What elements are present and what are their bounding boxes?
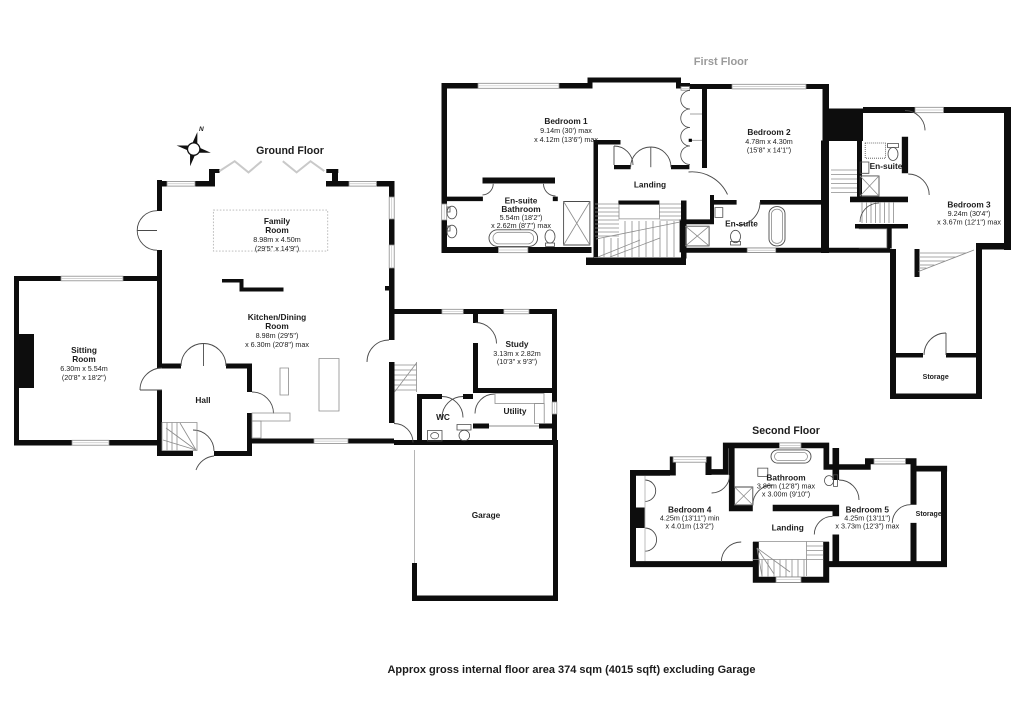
svg-text:Bedroom 2: Bedroom 2 xyxy=(747,127,791,137)
svg-text:5.54m (18'2"): 5.54m (18'2") xyxy=(500,213,543,222)
svg-text:x 4.12m (13'6") max: x 4.12m (13'6") max xyxy=(534,135,598,144)
svg-text:Storage: Storage xyxy=(916,511,942,518)
svg-text:Room: Room xyxy=(265,321,289,331)
svg-text:Storage: Storage xyxy=(923,374,949,381)
svg-text:x 3.73m (12'3") max: x 3.73m (12'3") max xyxy=(835,522,899,531)
svg-text:x 2.62m (8'7") max: x 2.62m (8'7") max xyxy=(491,221,551,230)
svg-text:Approx gross internal floor ar: Approx gross internal floor area 374 sqm… xyxy=(387,664,755,676)
svg-text:9.24m (30'4"): 9.24m (30'4") xyxy=(948,209,991,218)
svg-text:Room: Room xyxy=(265,225,289,235)
svg-text:En-suite: En-suite xyxy=(505,196,538,206)
svg-text:Hall: Hall xyxy=(195,395,210,405)
svg-text:x 6.30m (20'8") max: x 6.30m (20'8") max xyxy=(245,340,309,349)
svg-text:(10'3" x 9'3"): (10'3" x 9'3") xyxy=(497,357,537,366)
svg-text:x 3.00m (9'10"): x 3.00m (9'10") xyxy=(762,490,810,499)
svg-text:Garage: Garage xyxy=(472,510,501,520)
svg-text:En-suite: En-suite xyxy=(870,161,903,171)
svg-text:4.25m (13'11"): 4.25m (13'11") xyxy=(844,514,890,523)
svg-text:x 3.67m (12'1") max: x 3.67m (12'1") max xyxy=(937,218,1001,227)
svg-text:First Floor: First Floor xyxy=(694,56,749,68)
svg-text:Bedroom 5: Bedroom 5 xyxy=(846,505,890,515)
svg-text:3.86m (12'8") max: 3.86m (12'8") max xyxy=(757,482,816,491)
svg-text:Second Floor: Second Floor xyxy=(752,425,820,437)
svg-text:(20'8" x 18'2"): (20'8" x 18'2") xyxy=(62,373,106,382)
svg-text:Study: Study xyxy=(505,339,528,349)
svg-text:x 4.01m (13'2"): x 4.01m (13'2") xyxy=(666,522,714,531)
svg-text:Bathroom: Bathroom xyxy=(501,204,540,214)
svg-text:En-suite: En-suite xyxy=(725,219,758,229)
svg-text:6.30m x 5.54m: 6.30m x 5.54m xyxy=(60,364,108,373)
svg-text:(29'5" x 14'9"): (29'5" x 14'9") xyxy=(255,244,299,253)
svg-text:Family: Family xyxy=(264,216,291,226)
svg-text:8.98m x 4.50m: 8.98m x 4.50m xyxy=(253,235,301,244)
svg-text:Bedroom 4: Bedroom 4 xyxy=(668,505,712,515)
svg-text:(15'8" x 14'1"): (15'8" x 14'1") xyxy=(747,146,791,155)
svg-text:Bedroom 3: Bedroom 3 xyxy=(947,200,991,210)
svg-text:Bedroom 1: Bedroom 1 xyxy=(544,116,588,126)
svg-text:Sitting: Sitting xyxy=(71,345,97,355)
svg-text:9.14m (30') max: 9.14m (30') max xyxy=(540,126,592,135)
svg-text:8.98m (29'5"): 8.98m (29'5") xyxy=(256,331,299,340)
svg-text:Ground Floor: Ground Floor xyxy=(256,145,324,157)
svg-text:Bathroom: Bathroom xyxy=(766,473,805,483)
svg-text:3.13m x 2.82m: 3.13m x 2.82m xyxy=(493,349,541,358)
svg-text:4.78m x 4.30m: 4.78m x 4.30m xyxy=(745,137,793,146)
svg-text:Kitchen/Dining: Kitchen/Dining xyxy=(248,312,307,322)
svg-text:4.25m (13'11") min: 4.25m (13'11") min xyxy=(660,514,720,523)
svg-text:Utility: Utility xyxy=(503,406,526,416)
svg-text:Room: Room xyxy=(72,354,96,364)
svg-text:Landing: Landing xyxy=(772,523,804,533)
svg-text:Landing: Landing xyxy=(634,180,666,190)
svg-text:WC: WC xyxy=(436,412,450,422)
svg-text:N: N xyxy=(199,126,204,133)
